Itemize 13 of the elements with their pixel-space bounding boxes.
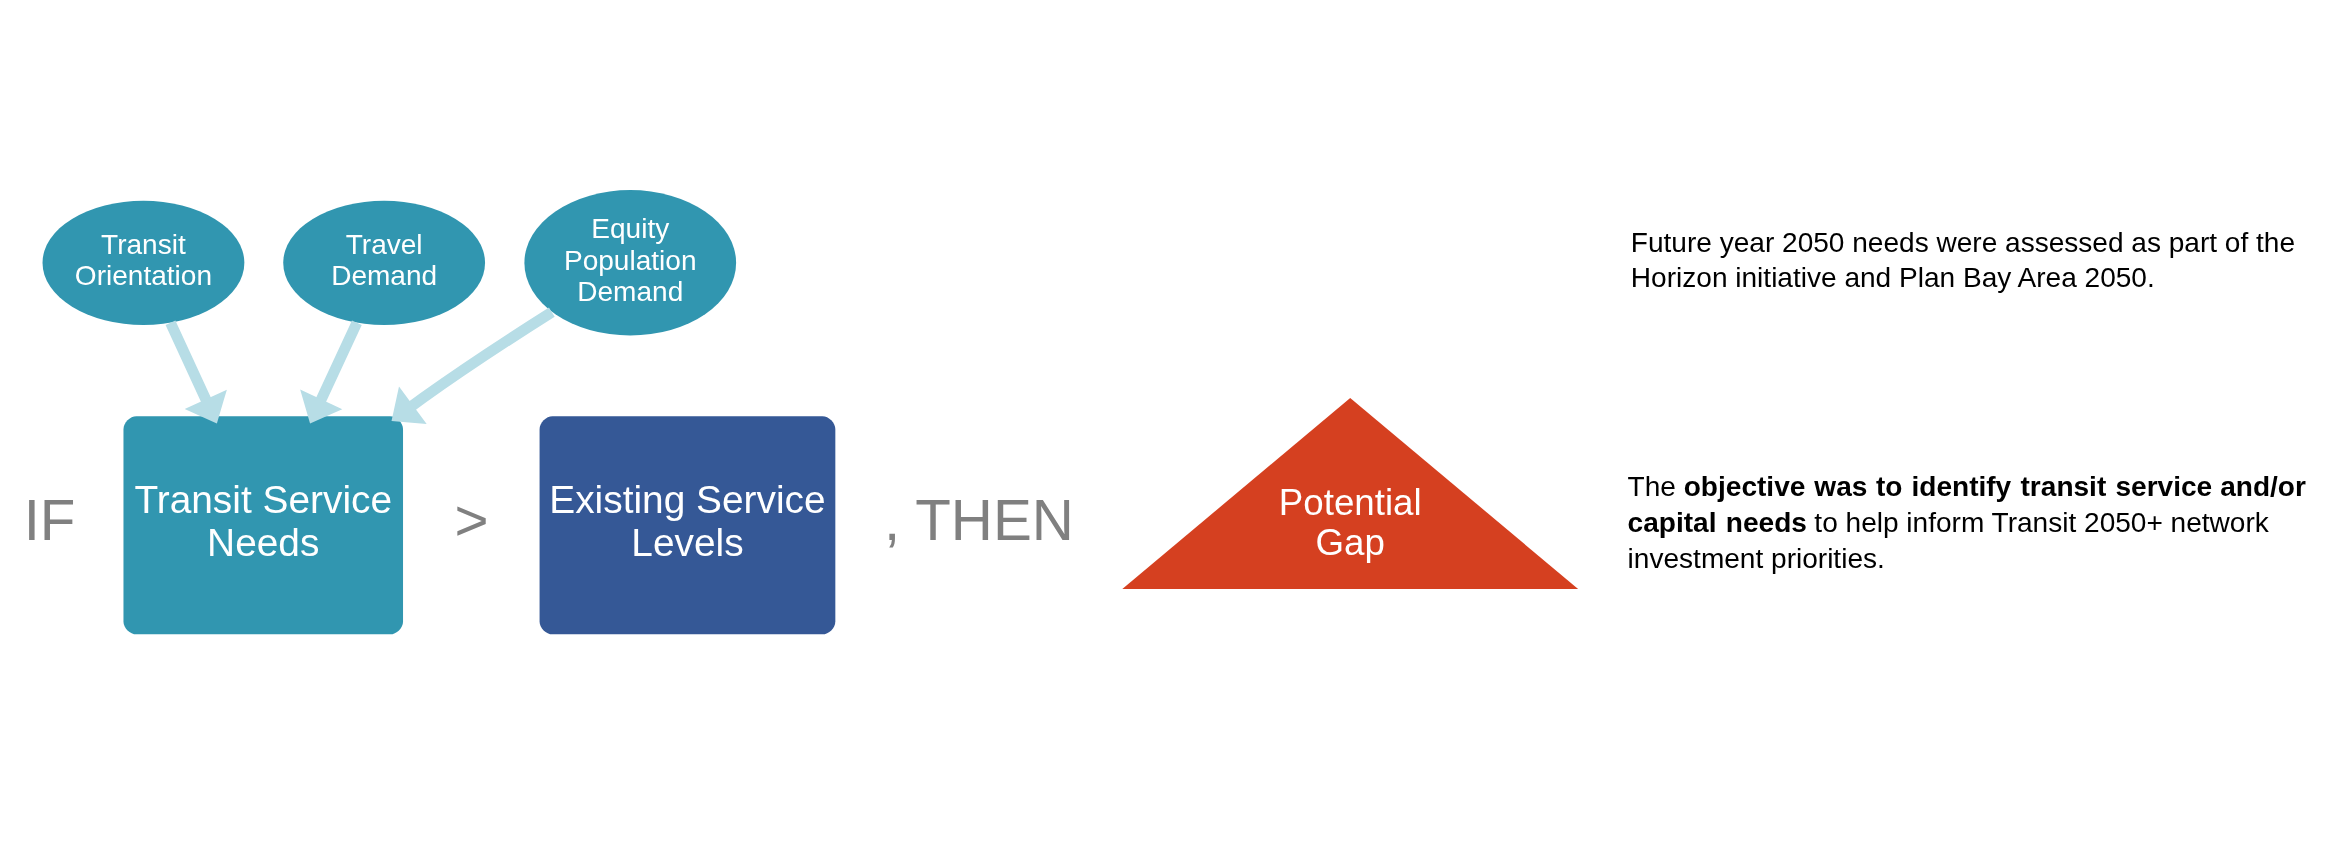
node-ellipse: Travel Demand <box>283 200 486 325</box>
label: The objective was to identify transit service and/or capital needs to help inform Transit 2050+ network investment priorities. <box>1627 470 2306 574</box>
label: Future year 2050 needs were assessed as part of the Horizon initiative and Plan Bay Area 2050. <box>1630 226 2296 293</box>
node-ellipse: Equity Population Demand <box>524 189 737 335</box>
arrow <box>391 307 555 424</box>
node-box: Transit Service Needs <box>123 415 404 634</box>
arrow <box>165 319 227 423</box>
label: , THEN <box>883 486 1074 552</box>
label: > <box>454 486 489 552</box>
node-box: Existing Service Levels <box>539 415 836 634</box>
label: IF <box>23 486 76 552</box>
arrow <box>300 319 362 423</box>
node-ellipse: Transit Orientation <box>42 200 245 325</box>
